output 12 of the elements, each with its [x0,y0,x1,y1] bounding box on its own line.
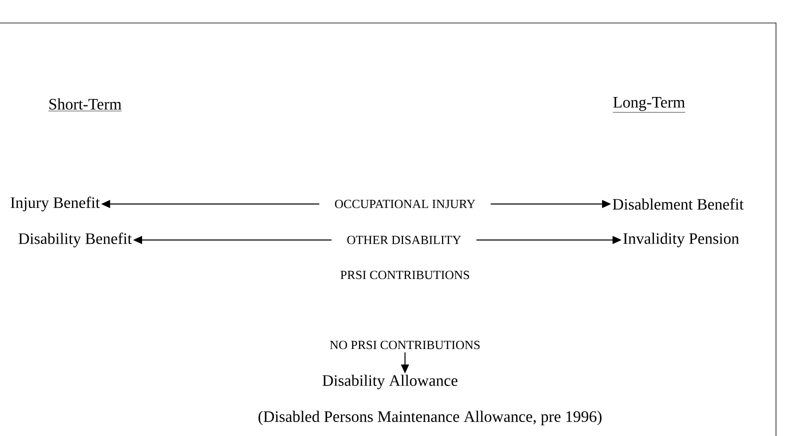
benefit-label: Disability Allowance [322,374,458,390]
note-text: PRSI CONTRIBUTIONS [340,270,470,280]
benefit-label: Injury Benefit [10,196,100,212]
benefit-label: Disablement Benefit [612,198,744,210]
benefit-label: Invalidity Pension [623,232,739,248]
category-label: NO PRSI CONTRIBUTIONS [330,340,480,350]
column-heading: Long-Term [612,97,686,113]
category-label: OTHER DISABILITY [347,236,461,244]
note-text: (Disabled Persons Maintenance Allowance, pre 1996) [258,410,602,426]
category-label: OCCUPATIONAL INJURY [335,200,476,208]
column-heading: Short-Term [48,98,122,112]
benefit-label: Disability Benefit [18,232,132,248]
